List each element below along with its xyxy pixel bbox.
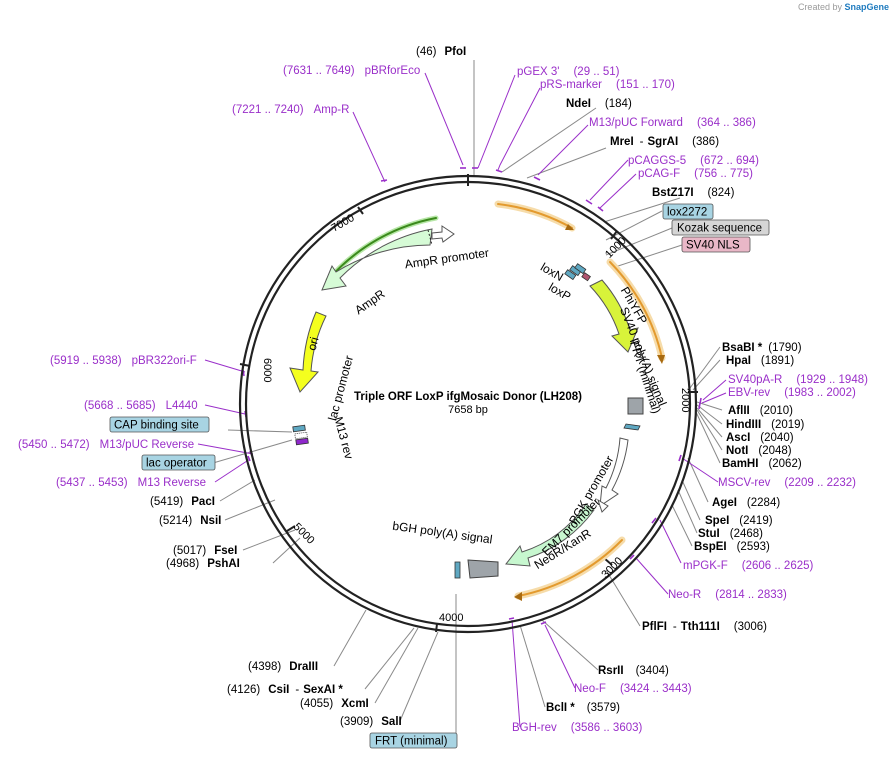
- site-sali: (3909)SalI: [340, 716, 402, 728]
- site-leader-lines: [212, 60, 723, 733]
- orf-arcs: [325, 200, 666, 600]
- site-agei: AgeI(2284): [712, 497, 780, 509]
- site-hpai: HpaI(1891): [726, 355, 794, 367]
- pgk-promoter-arrow: [599, 437, 629, 508]
- label-bgh-polya: bGH poly(A) signal: [392, 519, 494, 547]
- site-pflfi: PflFI-Tth111I(3006): [642, 621, 767, 633]
- em7-promoter-arrow: [597, 498, 609, 513]
- primer-sv40pa-r: SV40pA-R(1929 .. 1948): [728, 374, 868, 386]
- site-bcli: BclI *(3579): [546, 702, 620, 714]
- frt-mark-2: [454, 561, 461, 579]
- primer-neo-f: Neo-F(3424 .. 3443): [574, 683, 692, 695]
- primer-pcaggs5: pCAGGS-5(672 .. 694): [628, 155, 759, 167]
- site-hindiii: HindIII(2019): [726, 419, 805, 431]
- site-mrei: MreI-SgrAI(386): [610, 136, 719, 148]
- site-rsrii: RsrII(3404): [598, 665, 669, 677]
- site-xcmi: (4055)XcmI: [300, 698, 369, 710]
- site-ndei: NdeI(184): [566, 98, 632, 110]
- site-stui: StuI(2468): [698, 528, 763, 540]
- primer-amp-r: (7221 .. 7240)Amp-R: [232, 104, 349, 116]
- lox-marks: [564, 263, 591, 282]
- box-lox2272: lox2272: [662, 203, 714, 220]
- ampr-dash: [427, 229, 433, 246]
- primer-prs-marker: pRS-marker(151 .. 170): [540, 79, 675, 91]
- box-cap-binding-text: CAP binding site: [114, 420, 199, 432]
- label-lac-promoter: lac promoter: [325, 354, 356, 422]
- neor-arrow: [505, 503, 595, 567]
- phiyfp-arrow: [589, 279, 639, 353]
- site-fsei: (5017)FseI: [173, 545, 237, 557]
- label-loxp: loxP: [546, 280, 573, 304]
- tick-6000: 6000: [261, 358, 273, 382]
- box-kozak: Kozak sequence: [671, 219, 770, 236]
- ampr-arrow: [321, 228, 433, 291]
- site-bamhi: BamHI(2062): [722, 458, 802, 470]
- primer-pbr322ori-f: (5919 .. 5938)pBR322ori-F: [50, 355, 197, 367]
- label-m13-rev: M13 rev: [331, 415, 356, 461]
- lac-promoter-mark: [294, 431, 308, 440]
- tick-2000: 2000: [679, 388, 691, 412]
- label-ori: ori: [305, 335, 322, 352]
- box-kozak-text: Kozak sequence: [677, 223, 762, 235]
- plasmid-length: 7658 bp: [448, 404, 488, 416]
- box-lac-operator: lac operator: [141, 454, 216, 471]
- site-aflii: AflII(2010): [728, 405, 793, 417]
- label-ampr: AmpR: [352, 286, 388, 317]
- primer-pcagf: pCAG-F(756 .. 775): [638, 168, 753, 180]
- ori-arrow: [289, 311, 327, 393]
- box-sv40-nls-text: SV40 NLS: [686, 240, 740, 252]
- box-cap-binding: CAP binding site: [109, 416, 210, 433]
- primer-mscv-rev: MSCV-rev(2209 .. 2232): [718, 477, 856, 489]
- site-draiii: (4398)DraIII: [248, 661, 318, 673]
- credit-prefix: Created by: [797, 2, 842, 12]
- primer-pgex3: pGEX 3'(29 .. 51): [517, 66, 620, 78]
- box-lac-operator-text: lac operator: [146, 458, 207, 470]
- ring-ticks: [239, 174, 698, 633]
- primer-m13puc-rev: (5450 .. 5472)M13/pUC Reverse: [18, 439, 194, 451]
- site-spei: SpeI(2419): [705, 515, 773, 527]
- tick-4000: 4000: [439, 612, 463, 624]
- box-frt-minimal: FRT (minimal): [369, 732, 458, 749]
- site-pshai: (4968)PshAI: [166, 558, 240, 570]
- primer-l4440: (5668 .. 5685)L4440: [84, 400, 198, 412]
- plasmid-name: Triple ORF LoxP ifgMosaic Donor (LH208): [354, 391, 582, 403]
- site-noti: NotI(2048): [726, 445, 792, 457]
- primer-pbrforeco: (7631 .. 7649)pBRforEco: [283, 65, 420, 77]
- sv40-polya-box: [627, 397, 644, 415]
- site-pfoi: (46)PfoI: [416, 46, 466, 58]
- ampr-promoter-arrow: [431, 225, 455, 243]
- primer-leader-lines: [197, 72, 727, 728]
- label-ampr-promoter: AmpR promoter: [404, 246, 490, 272]
- primer-m13puc-fwd: M13/pUC Forward(364 .. 386): [589, 117, 756, 129]
- box-lox2272-text: lox2272: [667, 207, 707, 219]
- tick-7000: 7000: [329, 212, 356, 235]
- site-asci: AscI(2040): [726, 432, 794, 444]
- orf3-arrow-icon: [514, 592, 522, 601]
- site-paci: (5419)PacI: [150, 496, 215, 508]
- m13-rev-mark: [295, 437, 309, 446]
- primer-bgh-rev: BGH-rev(3586 .. 3603): [512, 722, 643, 734]
- box-frt-text: FRT (minimal): [375, 736, 448, 748]
- frt-mark: [623, 423, 641, 431]
- cap-site-mark: [292, 424, 306, 433]
- site-bspei: BspEI(2593): [694, 541, 770, 553]
- box-sv40-nls: SV40 NLS: [681, 236, 751, 253]
- orf1-arrow-icon: [565, 224, 574, 230]
- snapgene-credit: Created by SnapGene: [798, 2, 889, 12]
- site-bsabi: BsaBI *(1790): [722, 342, 802, 354]
- primer-mpgk-f: mPGK-F(2606 .. 2625): [683, 560, 814, 572]
- primer-neo-r: Neo-R(2814 .. 2833): [668, 589, 787, 601]
- primer-ebv-rev: EBV-rev(1983 .. 2002): [728, 387, 856, 399]
- orf2-arrow-icon: [657, 355, 665, 364]
- site-bstz17i: BstZ17I(824): [652, 187, 735, 199]
- primer-m13-reverse: (5437 .. 5453)M13 Reverse: [56, 477, 206, 489]
- site-nsii: (5214)NsiI: [159, 515, 221, 527]
- site-csii: (4126)CsiI-SexAI *: [227, 684, 343, 696]
- bgh-polya-box: [467, 559, 499, 579]
- credit-brand: SnapGene: [844, 2, 889, 12]
